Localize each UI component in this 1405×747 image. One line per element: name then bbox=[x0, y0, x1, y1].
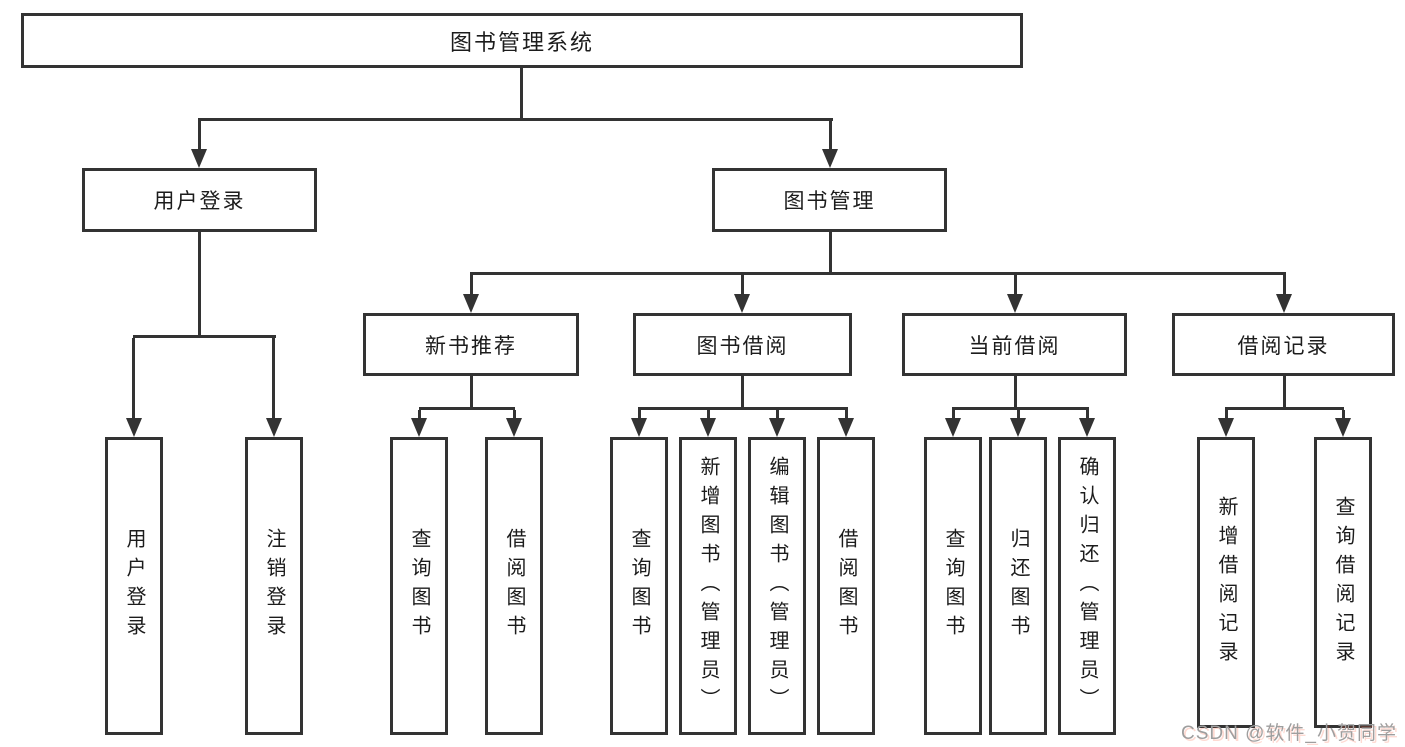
node-book-borrowing: 图书借阅 bbox=[633, 313, 852, 376]
arrowhead bbox=[1010, 418, 1026, 437]
arrowhead bbox=[700, 418, 716, 437]
node-borrowing-records: 借阅记录 bbox=[1172, 313, 1395, 376]
arrowhead bbox=[191, 149, 207, 168]
connector-user-login-branch bbox=[133, 335, 276, 338]
node-leaf-logout: 注销登录 bbox=[245, 437, 303, 735]
connector-root-branch bbox=[198, 118, 833, 121]
connector-stem-leaf bbox=[513, 410, 516, 418]
arrowhead bbox=[945, 418, 961, 437]
connector-stem-cb bbox=[1014, 275, 1017, 294]
arrowhead bbox=[1079, 418, 1095, 437]
connector-stem-leaf bbox=[1225, 410, 1228, 418]
node-book-management: 图书管理 bbox=[712, 168, 947, 232]
arrowhead bbox=[463, 294, 479, 313]
arrowhead bbox=[1007, 294, 1023, 313]
node-new-book-recommend: 新书推荐 bbox=[363, 313, 579, 376]
connector-stem-leaf bbox=[1017, 410, 1020, 418]
arrowhead bbox=[266, 418, 282, 437]
connector-stem-leaf bbox=[845, 410, 848, 418]
node-leaf-add-books-admin: 新增图书（管理员） bbox=[679, 437, 737, 735]
connector-br-stem bbox=[1283, 376, 1286, 407]
node-leaf-return-books: 归还图书 bbox=[989, 437, 1047, 735]
node-leaf-borrow-books: 借阅图书 bbox=[817, 437, 875, 735]
connector-stem-leaf bbox=[272, 338, 275, 418]
node-leaf-query-books-borrow: 查询图书 bbox=[610, 437, 668, 735]
connector-stem-nbr bbox=[470, 275, 473, 294]
connector-stem-leaf bbox=[1342, 410, 1345, 418]
node-leaf-edit-books-admin: 编辑图书（管理员） bbox=[748, 437, 806, 735]
connector-stem-leaf bbox=[1086, 410, 1089, 418]
node-leaf-borrow-books-recommend: 借阅图书 bbox=[485, 437, 543, 735]
node-leaf-add-borrow-record: 新增借阅记录 bbox=[1197, 437, 1255, 728]
node-leaf-query-borrow-record: 查询借阅记录 bbox=[1314, 437, 1372, 728]
connector-stem-leaf bbox=[132, 338, 135, 418]
arrowhead bbox=[838, 418, 854, 437]
connector-nbr-branch bbox=[419, 407, 515, 410]
arrowhead bbox=[769, 418, 785, 437]
watermark: CSDN @软件_小贺同学 bbox=[1181, 723, 1397, 744]
connector-root-stem bbox=[520, 66, 523, 119]
connector-stem-bb bbox=[741, 275, 744, 294]
connector-stem-leaf bbox=[707, 410, 710, 418]
connector-nbr-stem bbox=[470, 376, 473, 407]
node-leaf-confirm-return-admin: 确认归还（管理员） bbox=[1058, 437, 1116, 735]
arrowhead bbox=[631, 418, 647, 437]
connector-stem-br bbox=[1283, 275, 1286, 294]
connector-stem-book-mgmt bbox=[829, 121, 832, 149]
connector-book-mgmt-branch bbox=[470, 272, 1286, 275]
connector-user-login-stem bbox=[198, 232, 201, 335]
connector-cb-branch bbox=[952, 407, 1089, 410]
arrowhead bbox=[734, 294, 750, 313]
connector-stem-leaf bbox=[418, 410, 421, 418]
node-leaf-user-login: 用户登录 bbox=[105, 437, 163, 735]
arrowhead bbox=[1335, 418, 1351, 437]
connector-stem-leaf bbox=[776, 410, 779, 418]
connector-stem-user-login bbox=[198, 121, 201, 149]
connector-br-branch bbox=[1225, 407, 1344, 410]
node-user-login: 用户登录 bbox=[82, 168, 317, 232]
node-leaf-query-books-current: 查询图书 bbox=[924, 437, 982, 735]
node-current-borrowing: 当前借阅 bbox=[902, 313, 1127, 376]
arrowhead bbox=[1276, 294, 1292, 313]
arrowhead bbox=[411, 418, 427, 437]
arrowhead bbox=[506, 418, 522, 437]
connector-bb-branch bbox=[638, 407, 848, 410]
connector-cb-stem bbox=[1014, 376, 1017, 407]
arrowhead bbox=[822, 149, 838, 168]
connector-stem-leaf bbox=[638, 410, 641, 418]
connector-bb-stem bbox=[741, 376, 744, 407]
arrowhead bbox=[1218, 418, 1234, 437]
node-leaf-query-books-recommend: 查询图书 bbox=[390, 437, 448, 735]
arrowhead bbox=[126, 418, 142, 437]
node-library-management-system: 图书管理系统 bbox=[21, 13, 1023, 68]
connector-stem-leaf bbox=[952, 410, 955, 418]
connector-book-mgmt-stem bbox=[829, 232, 832, 272]
